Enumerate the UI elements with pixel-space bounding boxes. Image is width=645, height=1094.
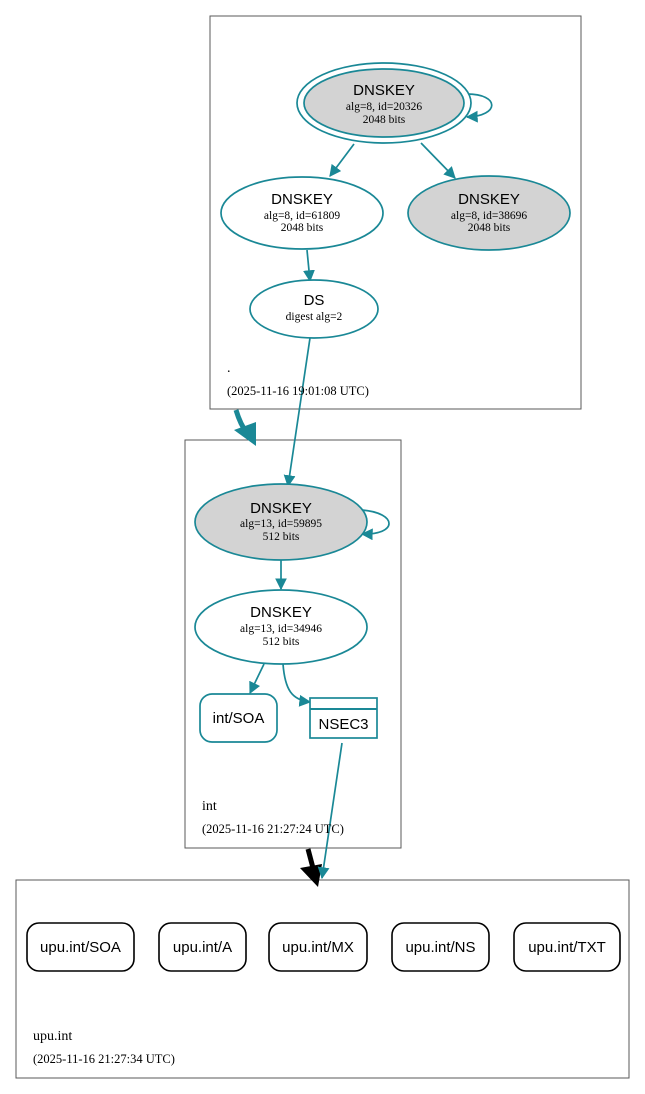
node-label: int/SOA bbox=[213, 710, 265, 727]
zone-root-name: . bbox=[227, 361, 231, 376]
node-alg-id: alg=8, id=61809 bbox=[264, 210, 340, 222]
edge-int-zsk-to-nsec3 bbox=[282, 663, 312, 707]
node-alg-id: alg=13, id=34946 bbox=[240, 623, 322, 635]
node-int-soa[interactable]: int/SOA bbox=[199, 693, 278, 743]
record-label: upu.int/A bbox=[173, 939, 232, 956]
edge-root-ksk-self bbox=[465, 93, 493, 123]
delegation-int-to-upu-insecure bbox=[300, 848, 322, 887]
node-title: DNSKEY bbox=[250, 500, 312, 517]
record-label: upu.int/TXT bbox=[528, 939, 606, 956]
node-root-zsk[interactable]: DNSKEY alg=8, id=61809 2048 bits bbox=[220, 176, 384, 250]
record-label: upu.int/MX bbox=[282, 939, 354, 956]
node-key-size: 512 bits bbox=[263, 636, 300, 648]
record-label: upu.int/SOA bbox=[40, 939, 121, 956]
node-int-ds[interactable]: DS digest alg=2 bbox=[249, 279, 379, 339]
zone-upu-name: upu.int bbox=[33, 1029, 72, 1044]
zone-int-timestamp: (2025-11-16 21:27:24 UTC) bbox=[202, 822, 344, 836]
record-upu-a[interactable]: upu.int/A bbox=[158, 922, 247, 972]
edge-root-zsk-to-ds bbox=[303, 249, 315, 283]
node-digest-alg: digest alg=2 bbox=[286, 311, 343, 323]
record-upu-txt[interactable]: upu.int/TXT bbox=[513, 922, 621, 972]
node-title: DNSKEY bbox=[353, 82, 415, 99]
record-upu-mx[interactable]: upu.int/MX bbox=[268, 922, 368, 972]
node-alg-id: alg=8, id=38696 bbox=[451, 210, 527, 222]
edge-root-ksk-to-zsk2 bbox=[420, 142, 456, 179]
edge-int-ksk-self bbox=[360, 509, 390, 541]
node-key-size: 2048 bits bbox=[468, 222, 511, 234]
node-title: DNSKEY bbox=[458, 191, 520, 208]
node-int-zsk[interactable]: DNSKEY alg=13, id=34946 512 bits bbox=[194, 589, 368, 665]
node-title: DNSKEY bbox=[250, 604, 312, 621]
edge-int-zsk-to-soa bbox=[249, 663, 265, 695]
zone-upu-box bbox=[15, 879, 630, 1079]
edge-ds-to-int-ksk bbox=[283, 337, 311, 488]
delegation-root-to-int bbox=[233, 409, 256, 446]
node-alg-id: alg=13, id=59895 bbox=[240, 518, 322, 530]
edge-root-ksk-to-zsk bbox=[329, 143, 355, 177]
node-int-nsec3[interactable]: NSEC3 bbox=[309, 697, 378, 739]
node-key-size: 2048 bits bbox=[363, 114, 406, 126]
node-root-ksk[interactable]: DNSKEY alg=8, id=20326 2048 bits bbox=[296, 62, 472, 144]
edge-nsec3-to-upu bbox=[317, 742, 343, 880]
node-title: DNSKEY bbox=[271, 191, 333, 208]
node-key-size: 2048 bits bbox=[281, 222, 324, 234]
zone-root-timestamp: (2025-11-16 19:01:08 UTC) bbox=[227, 384, 369, 398]
node-key-size: 512 bits bbox=[263, 531, 300, 543]
node-title: DS bbox=[304, 292, 325, 309]
zone-int-name: int bbox=[202, 799, 217, 814]
record-label: upu.int/NS bbox=[405, 939, 475, 956]
node-alg-id: alg=8, id=20326 bbox=[346, 101, 422, 113]
record-upu-soa[interactable]: upu.int/SOA bbox=[26, 922, 135, 972]
zone-upu-timestamp: (2025-11-16 21:27:34 UTC) bbox=[33, 1052, 175, 1066]
node-root-zsk2[interactable]: DNSKEY alg=8, id=38696 2048 bits bbox=[407, 175, 571, 251]
node-label: NSEC3 bbox=[318, 716, 368, 733]
record-upu-ns[interactable]: upu.int/NS bbox=[391, 922, 490, 972]
node-int-ksk[interactable]: DNSKEY alg=13, id=59895 512 bits bbox=[194, 483, 368, 561]
